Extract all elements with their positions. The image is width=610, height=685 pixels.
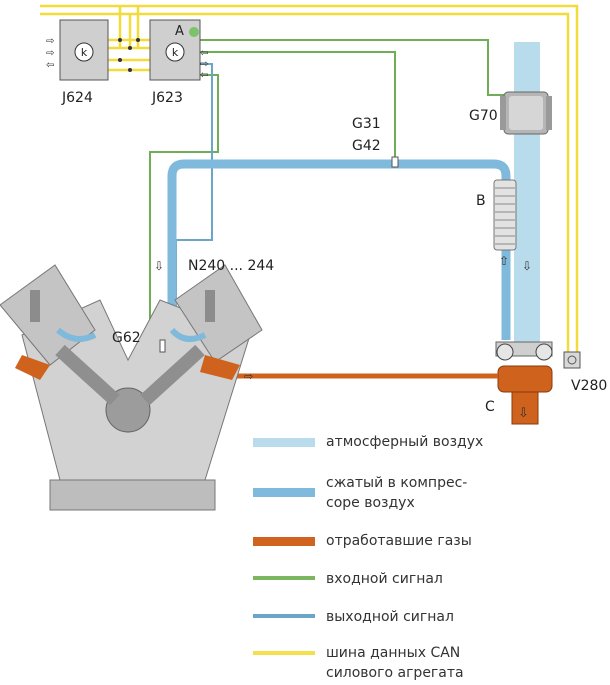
engine-block [0, 264, 263, 511]
turbocharger-c: ⇩ [495, 341, 553, 425]
v280-label: V280 [571, 378, 608, 394]
g42-label: G42 [352, 138, 381, 154]
legend-exhaust: отработавшие газы [326, 533, 472, 549]
g31-g42-sensor [391, 156, 399, 168]
legend-compressed-air-2: соре воздух [326, 495, 415, 511]
g31-label: G31 [352, 116, 381, 132]
legend-ambient-air: атмосферный воздух [326, 434, 484, 450]
j624-label: J624 [62, 90, 93, 106]
g70-label: G70 [469, 108, 498, 124]
legend-can-bus-2: силового агрегата [326, 665, 464, 681]
j623-connector-arrows: ⇦⇨⇦ [200, 48, 208, 81]
legend-swatch-2 [253, 537, 315, 546]
svg-text:⇦: ⇦ [200, 48, 208, 59]
ambient-air-duct [514, 42, 540, 352]
turbocharger-c-label: C [485, 399, 495, 415]
svg-text:⇨: ⇨ [46, 48, 54, 59]
g70-air-mass-meter [500, 91, 552, 135]
injectors-label: N240 ... 244 [188, 258, 275, 274]
k-symbols: k k [81, 46, 179, 59]
j623-label: J623 [152, 90, 183, 106]
legend-swatch-4 [253, 614, 315, 618]
legend-swatch-1 [253, 488, 315, 497]
can-bus-lines [40, 4, 579, 355]
svg-text:⇦: ⇦ [200, 70, 208, 81]
legend-output-signal: выходной сигнал [326, 609, 454, 625]
g62-sensor [159, 339, 166, 353]
status-indicator-a [189, 27, 199, 37]
marker-a-label: A [175, 24, 184, 39]
g62-label: G62 [112, 330, 141, 346]
intercooler-b [493, 179, 517, 251]
svg-text:⇨: ⇨ [200, 59, 208, 70]
j624-control-unit [59, 19, 109, 81]
legend-input-signal: входной сигнал [326, 571, 443, 587]
exhaust-arrow: ⇨ [244, 370, 253, 383]
legend-swatches [253, 438, 315, 655]
legend-swatch-5 [253, 651, 315, 655]
svg-text:⇦: ⇦ [46, 60, 54, 71]
legend-can-bus-1: шина данных CAN [326, 645, 461, 661]
charge-air-arrow-left: ⇩ [154, 259, 164, 273]
j624-connector-arrows: ⇨⇨⇦ [46, 36, 54, 71]
legend-compressed-air-1: сжатый в компрес- [326, 475, 468, 491]
v280-valve [563, 351, 581, 369]
charge-air-arrow-right: ⇧ [499, 254, 509, 268]
charge-air-pipe [167, 159, 511, 340]
intercooler-b-label: B [476, 193, 486, 209]
ambient-air-arrow: ⇩ [522, 259, 532, 273]
svg-text:k: k [172, 46, 179, 59]
can-bus-junctions [118, 38, 140, 72]
svg-text:⇨: ⇨ [46, 36, 54, 47]
svg-text:⇩: ⇩ [518, 406, 529, 421]
svg-text:k: k [81, 46, 88, 59]
legend-swatch-0 [253, 438, 315, 447]
j623-control-unit [149, 19, 201, 81]
legend-swatch-3 [253, 576, 315, 580]
